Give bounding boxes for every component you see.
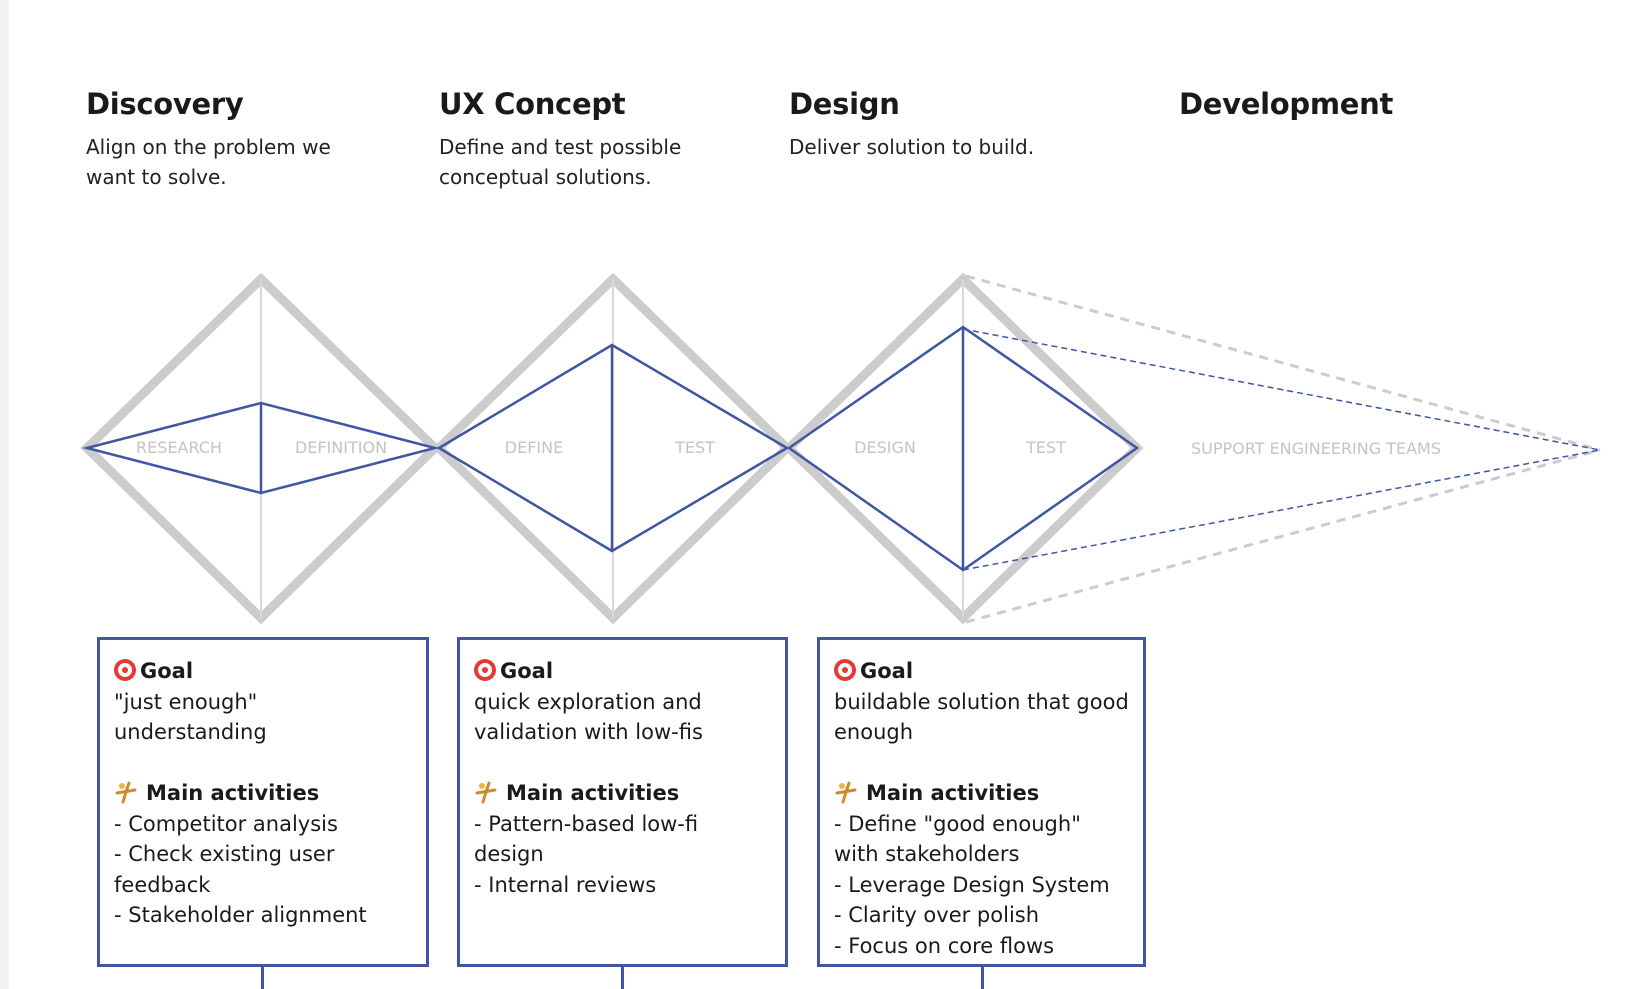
label-definition: DEFINITION [295,438,387,457]
direct-hit-icon [474,659,496,681]
cartwheel-icon [475,781,497,804]
design-inner-diamond [786,325,1140,572]
label-design: DESIGN [854,438,916,457]
activities-heading: Main activities [506,781,680,805]
list-item: - Check existing user feedback [114,842,335,897]
phase-development: Development [1179,84,1509,132]
direct-hit-icon [834,659,856,681]
activities-heading: Main activities [146,781,320,805]
list-item: - Leverage Design System [834,872,1110,897]
list-item: - Clarity over polish [834,903,1040,927]
direct-hit-icon [114,659,136,681]
phase-title: Discovery [86,87,244,121]
list-item: - Stakeholder alignment [114,903,367,927]
list-item: - Competitor analysis [114,811,338,836]
ux-concept-card: Goal quick exploration and validation wi… [457,637,788,967]
phase-ux-concept: UX Concept Define and test possible conc… [439,84,739,192]
phase-design: Design Deliver solution to build. [789,84,1119,162]
label-test-design: TEST [1025,438,1066,457]
phase-discovery: Discovery Align on the problem we want t… [86,84,386,192]
design-card: Goal buildable solution that good enough… [817,637,1146,967]
phase-description: Align on the problem we want to solve. [86,135,331,189]
list-item: - Pattern-based low-fi design [474,811,699,867]
development-cone-bottom [965,448,1601,624]
phase-description: Deliver solution to build. [789,135,1035,159]
activities-list: - Define "good enough" with stakeholders… [834,809,1129,962]
design-card-connector [981,966,984,989]
phase-title: UX Concept [439,87,626,121]
goal-heading: Goal [500,659,554,683]
discovery-card-connector [261,966,264,989]
discovery-card: Goal "just enough" understanding Main ac… [97,637,429,967]
goal-heading: Goal [860,659,914,683]
development-cone-top [965,274,1601,452]
activities-heading: Main activities [866,781,1040,805]
development-inner-bottom [962,449,1601,571]
development-inner-top [962,328,1601,451]
cartwheel-icon [115,781,137,804]
phase-title: Design [789,87,900,121]
goal-heading: Goal [140,659,194,683]
phase-title: Development [1179,87,1394,121]
activities-list: - Competitor analysis - Check existing u… [114,809,412,931]
goal-text: "just enough" understanding [114,689,267,745]
ux-concept-card-connector [621,966,624,989]
label-test-concept: TEST [674,438,715,457]
goal-text: quick exploration and validation with lo… [474,689,703,745]
list-item: - Focus on core flows [834,933,1055,958]
label-define: DEFINE [505,438,563,457]
list-item: - Internal reviews [474,872,657,897]
goal-text: buildable solution that good enough [834,689,1129,745]
cartwheel-icon [835,781,857,804]
list-item: - Define "good enough" with stakeholders [834,811,1081,867]
activities-list: - Pattern-based low-fi design - Internal… [474,809,771,901]
label-support-engineering: SUPPORT ENGINEERING TEAMS [1191,439,1441,458]
discovery-inner-diamond [82,401,440,495]
label-research: RESEARCH [136,438,222,457]
phase-description: Define and test possible conceptual solu… [439,135,682,189]
left-edge-strip [0,0,9,989]
